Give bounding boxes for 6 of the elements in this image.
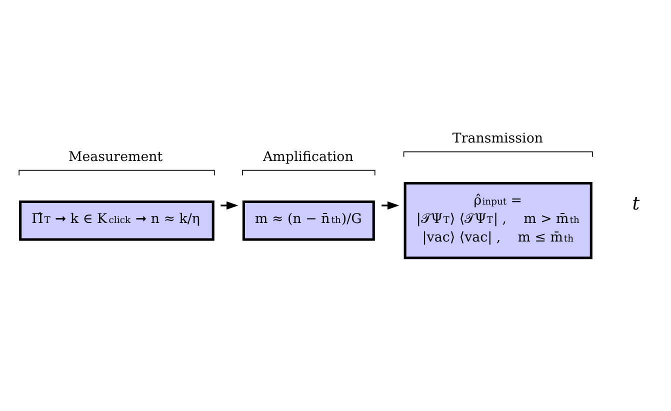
arrow	[220, 201, 238, 210]
node-label: Amplification	[262, 150, 354, 165]
arrow	[382, 201, 400, 210]
label: t	[632, 193, 640, 214]
node-label: Measurement	[68, 150, 163, 165]
node-label: Transmission	[452, 131, 544, 146]
